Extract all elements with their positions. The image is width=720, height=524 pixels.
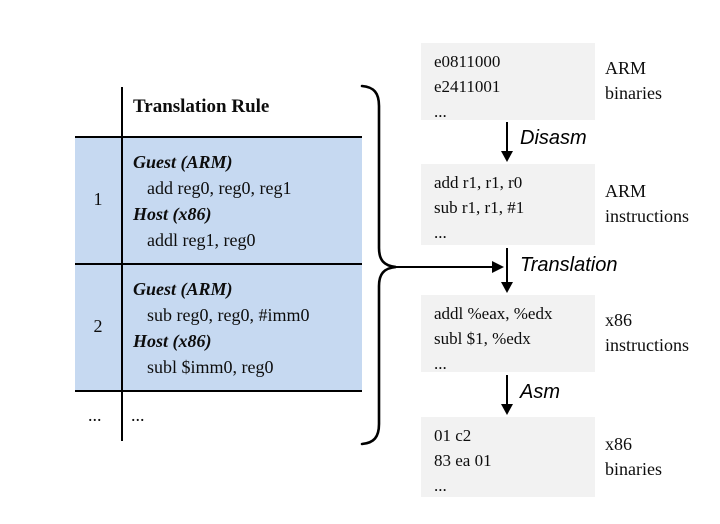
rule-content: Guest (ARM) sub reg0, reg0, #imm0 Host (… [133,276,358,380]
table-row-2: 2 Guest (ARM) sub reg0, reg0, #imm0 Host… [75,265,362,390]
arm-binaries-box: e0811000 e2411001 ... [421,43,595,121]
code-line: ... [434,354,447,373]
brace-to-translation-line [396,266,493,268]
host-instruction: subl $imm0, reg0 [147,357,274,377]
label-line: binaries [605,459,662,479]
arm-instructions-box: add r1, r1, r0 sub r1, r1, #1 ... [421,164,595,245]
host-label: Host (x86) [133,204,212,224]
guest-instruction: sub reg0, reg0, #imm0 [147,305,310,325]
guest-label: Guest (ARM) [133,152,233,172]
x86-instructions-label: x86 instructions [605,308,717,358]
arm-instructions-label: ARM instructions [605,179,717,229]
arrow-down-icon [501,282,513,293]
rule-content: Guest (ARM) add reg0, reg0, reg1 Host (x… [133,149,358,253]
label-line: instructions [605,335,689,355]
guest-instruction: add reg0, reg0, reg1 [147,178,292,198]
table-column-divider [121,87,123,441]
label-line: x86 [605,310,632,330]
table-header: Translation Rule [133,96,270,117]
table-row-divider [75,263,362,265]
code-line: ... [434,102,447,121]
label-line: instructions [605,206,689,226]
curly-brace [360,84,397,446]
code-line: add r1, r1, r0 [434,173,523,192]
guest-label: Guest (ARM) [133,279,233,299]
host-instruction: addl reg1, reg0 [147,230,256,250]
code-line: e0811000 [434,52,501,71]
label-line: x86 [605,434,632,454]
host-label: Host (x86) [133,331,212,351]
asm-arrow-line [506,375,508,406]
code-line: 83 ea 01 [434,451,492,470]
code-line: 01 c2 [434,426,472,445]
arrow-down-icon [501,404,513,415]
asm-arrow-label: Asm [520,381,560,403]
arm-binaries-label: ARM binaries [605,56,717,106]
code-line: ... [434,476,447,495]
disasm-arrow-line [506,122,508,152]
translation-arrow-line [506,248,508,284]
arrow-down-icon [501,151,513,162]
row-number: 2 [93,316,103,336]
table-row-1: 1 Guest (ARM) add reg0, reg0, reg1 Host … [75,138,362,263]
disasm-arrow-label: Disasm [520,127,587,149]
table-top-border [75,136,362,138]
ellipsis-row-rule: ... [131,405,145,425]
x86-binaries-box: 01 c2 83 ea 01 ... [421,417,595,497]
label-line: ARM [605,58,647,78]
code-line: e2411001 [434,77,501,96]
table-bottom-border [75,390,362,392]
label-line: ARM [605,181,647,201]
row-number: 1 [93,189,103,209]
code-line: ... [434,223,447,242]
label-line: binaries [605,83,662,103]
x86-binaries-label: x86 binaries [605,432,717,482]
arrow-right-icon [492,261,504,273]
curly-brace-path [360,84,397,446]
translation-arrow-label: Translation [520,254,618,276]
code-line: addl %eax, %edx [434,304,553,323]
x86-instructions-box: addl %eax, %edx subl $1, %edx ... [421,295,595,373]
code-line: subl $1, %edx [434,329,531,348]
ellipsis-row-number: ... [88,405,102,425]
code-line: sub r1, r1, #1 [434,198,525,217]
